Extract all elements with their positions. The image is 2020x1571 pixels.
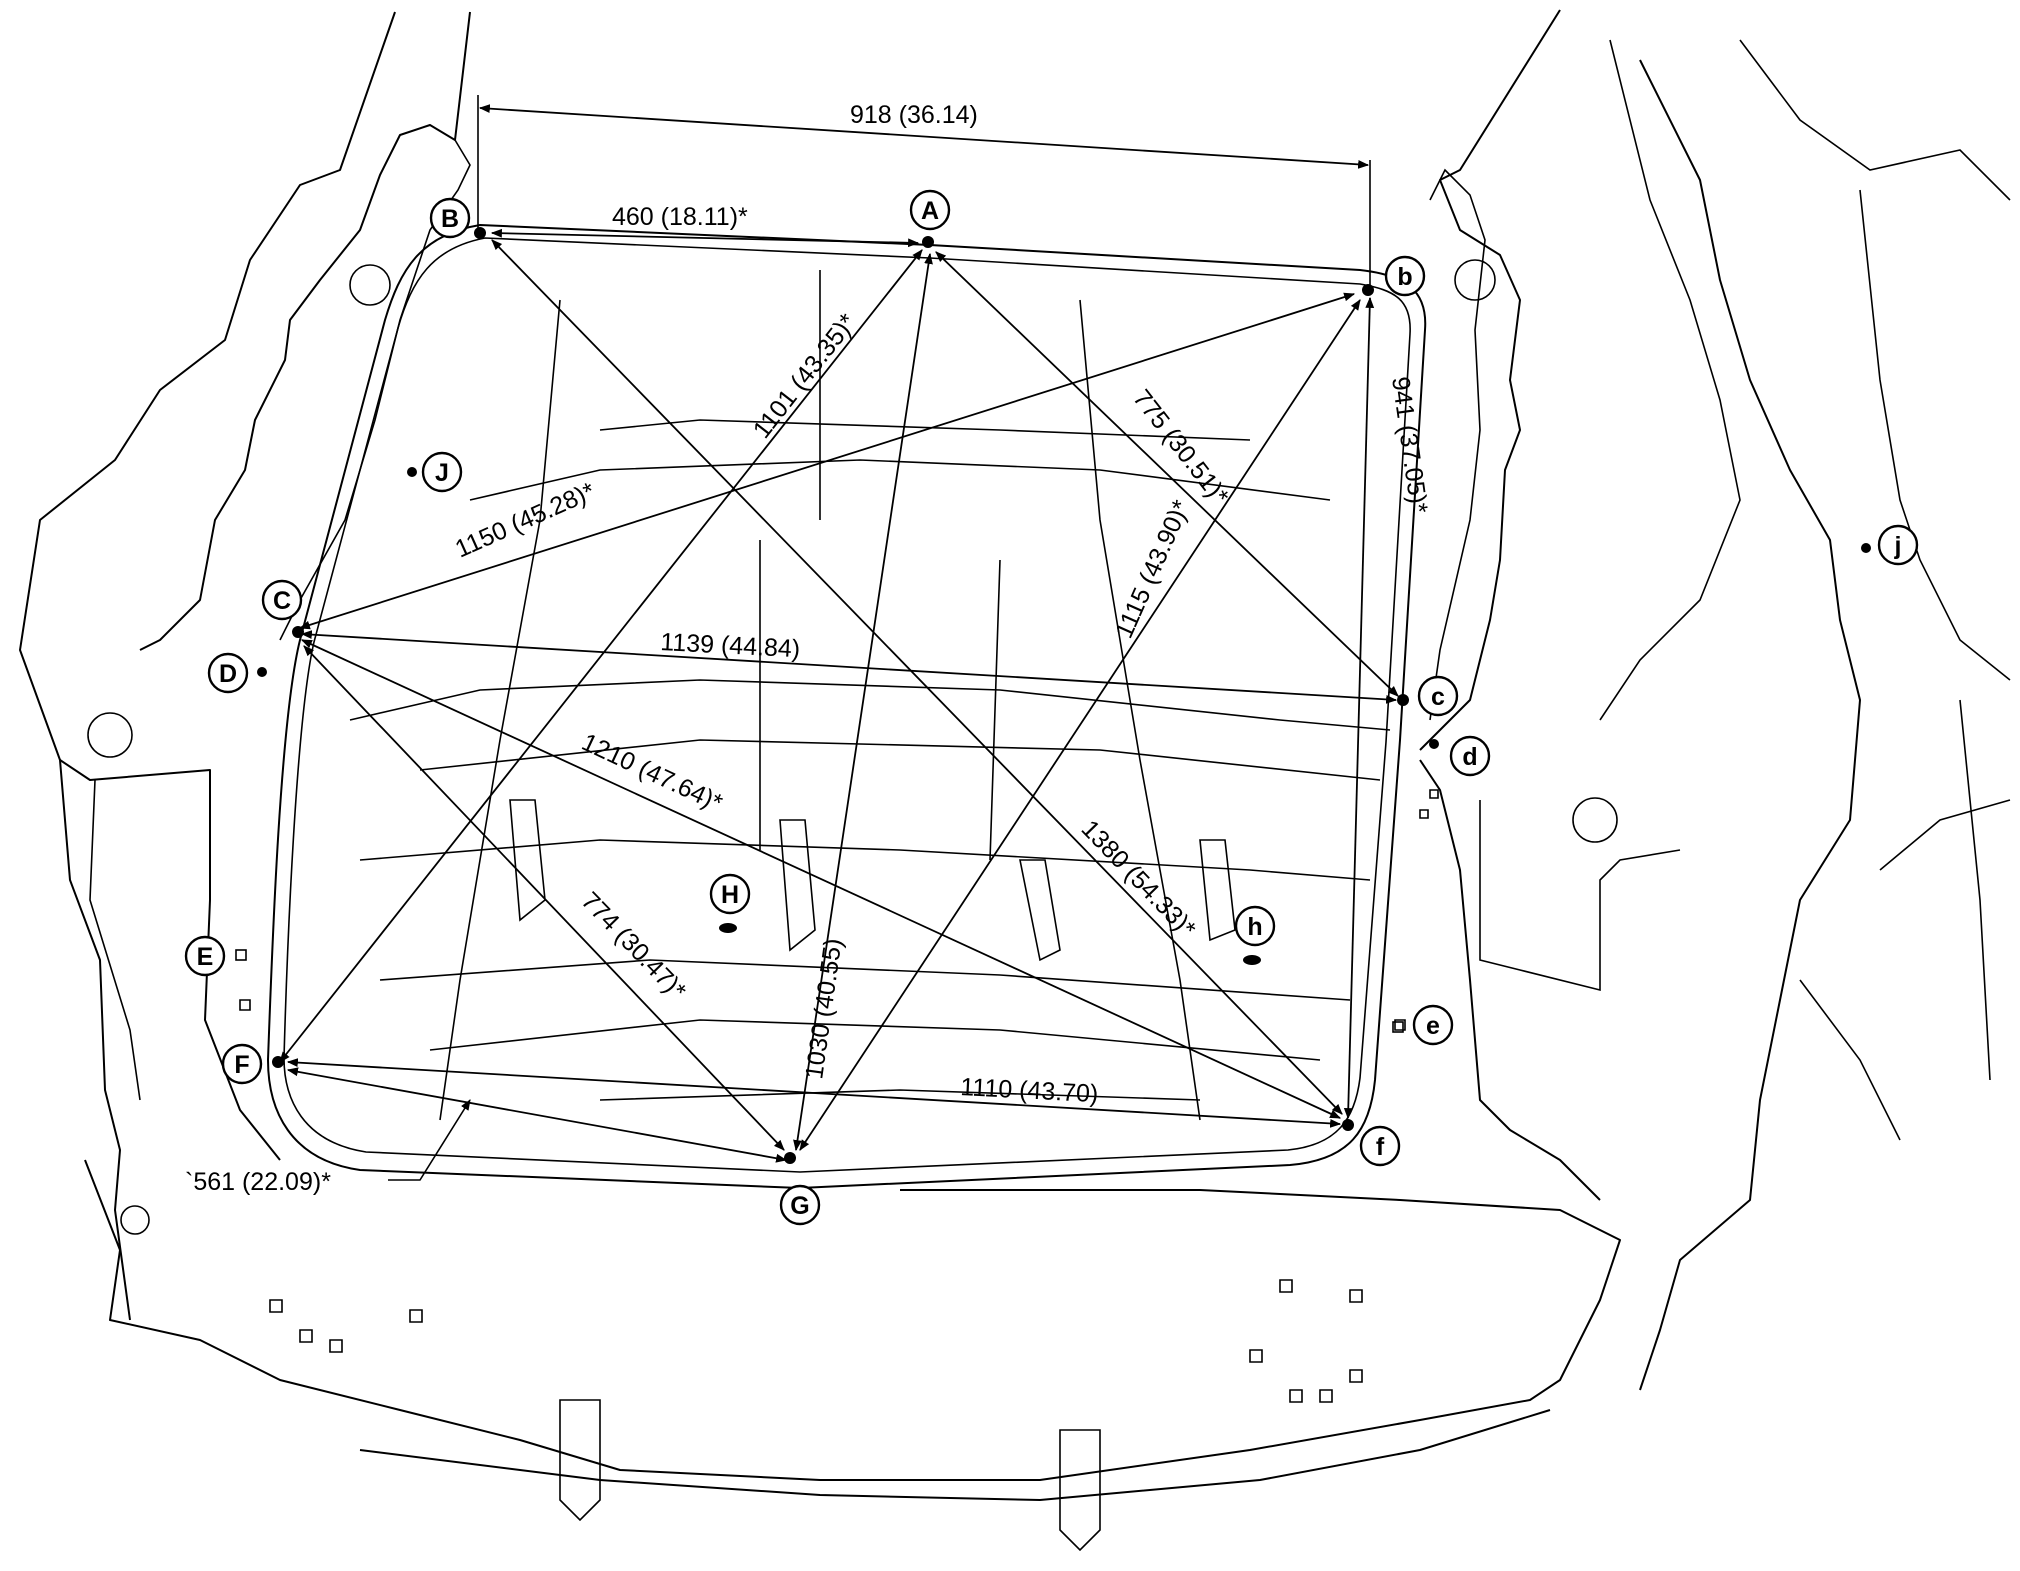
badge-D: D [207, 652, 249, 694]
point-mark-e [1392, 1021, 1404, 1033]
left-pillar-hole [349, 264, 391, 306]
badge-h: h [1234, 905, 1276, 947]
svg-text:d: d [1462, 743, 1477, 771]
dim-label-B-f: 1380 (54.33)* [1076, 815, 1202, 944]
leader-line-F-G [388, 1099, 471, 1181]
left-side-panel-outline [19, 11, 396, 1321]
dim-label-width-top: 918 (36.14) [850, 101, 978, 129]
dim-label-A-c: 775 (30.51)* [1127, 384, 1234, 510]
svg-text:c: c [1431, 683, 1445, 711]
rear-bumper-outline [84, 1159, 1621, 1481]
svg-text:f: f [1376, 1133, 1385, 1161]
rear-bumper-clip-left [559, 1399, 601, 1522]
badge-H: H [709, 873, 751, 915]
left-bumper-bolt [120, 1205, 150, 1235]
badge-A: A [909, 189, 951, 231]
point-dot-d [1429, 739, 1439, 749]
svg-text:G: G [790, 1192, 809, 1220]
right-inner-panel [1479, 800, 1681, 992]
point-mark-H [719, 923, 737, 933]
right-panel-hole [1572, 797, 1618, 843]
svg-text:B: B [441, 205, 459, 233]
svg-text:H: H [721, 881, 739, 909]
dim-label-C-f: 1210 (47.64)* [577, 728, 726, 818]
dim-line-A-c [935, 251, 1399, 697]
badge-C: C [261, 579, 303, 621]
right-lower-quarter-outline [1419, 759, 1601, 1201]
dim-label-C-c: 1139 (44.84) [660, 628, 801, 663]
svg-text:A: A [921, 197, 939, 225]
point-mark-h [1243, 955, 1261, 965]
floor-pan-contour [429, 1019, 1321, 1101]
dim-line-B-f [491, 239, 1343, 1115]
badge-F: F [221, 1043, 263, 1085]
left-lower-quarter-outline [59, 759, 281, 1161]
right-quarter-outline [1639, 59, 1861, 1391]
svg-text:C: C [273, 587, 291, 615]
badge-E: E [184, 935, 226, 977]
left-inner-panel [89, 779, 141, 1101]
dim-line-width-top [478, 104, 1370, 169]
svg-text:h: h [1247, 913, 1262, 941]
right-pillar-hole [1454, 259, 1496, 301]
left-panel-hole [87, 712, 133, 758]
point-dot-J [407, 467, 417, 477]
point-dot-C [292, 626, 304, 638]
badge-G: G [779, 1184, 821, 1226]
svg-text:E: E [197, 943, 214, 971]
right-far-side-body [1739, 39, 2011, 1141]
measurement-point-dots [235, 227, 1871, 1164]
point-dot-G [784, 1152, 796, 1164]
measurement-lines [279, 95, 1399, 1181]
panel-small-holes [239, 789, 1439, 1031]
badge-J: J [421, 451, 463, 493]
svg-text:b: b [1397, 263, 1412, 291]
point-dot-j [1861, 543, 1871, 553]
badge-d: d [1449, 735, 1491, 777]
floor-longitudinal-left [439, 299, 561, 1121]
right-pillar-outline [1419, 9, 1561, 751]
point-dot-A [922, 236, 934, 248]
svg-text:j: j [1894, 532, 1902, 560]
point-dot-f [1342, 1119, 1354, 1131]
right-pillar-inner-edge [1429, 168, 1486, 721]
bumper-small-holes [269, 1279, 1363, 1403]
dim-label-B-A: 460 (18.11)* [612, 203, 748, 231]
dim-line-b-G [799, 299, 1361, 1151]
badge-B: B [429, 197, 471, 239]
badge-j: j [1877, 524, 1919, 566]
point-dot-B [474, 227, 486, 239]
point-dot-c [1397, 694, 1409, 706]
point-badges: A B b C c D d E e F f G H h J j [184, 189, 1919, 1226]
floor-cross-member-middle [349, 679, 1391, 781]
badge-b: b [1384, 255, 1426, 297]
vehicle-body-drawing [19, 9, 2011, 1552]
point-dot-b [1362, 284, 1374, 296]
right-inner-pillar [1599, 39, 1741, 721]
svg-text:F: F [234, 1051, 249, 1079]
dim-line-C-c [300, 630, 1398, 704]
point-dot-D [257, 667, 267, 677]
dim-line-F-G [286, 1067, 788, 1163]
dim-line-A-G [793, 252, 933, 1152]
rear-bumper-lower-edge [359, 1409, 1551, 1501]
badge-f: f [1359, 1125, 1401, 1167]
floor-center-rail [759, 270, 1001, 861]
cargo-opening-outer-frame [267, 224, 1427, 1189]
dim-label-b-f: 941 (37.05)* [1386, 375, 1433, 515]
svg-text:J: J [435, 459, 449, 487]
dim-label-C-G: 774 (30.47)* [576, 887, 692, 1006]
dim-label-b-C: 1150 (45.28)* [451, 477, 599, 564]
point-mark-E [235, 949, 247, 961]
rear-bumper-clip-right [1059, 1429, 1101, 1552]
svg-text:e: e [1426, 1012, 1440, 1040]
point-dot-F [272, 1056, 284, 1068]
left-pillar-edge [139, 11, 471, 651]
dim-label-F-G: `561 (22.09)* [185, 1168, 331, 1196]
dim-label-A-G: 1030 (40.55) [800, 937, 847, 1081]
svg-text:D: D [219, 660, 237, 688]
badge-e: e [1412, 1004, 1454, 1046]
badge-c: c [1417, 675, 1459, 717]
